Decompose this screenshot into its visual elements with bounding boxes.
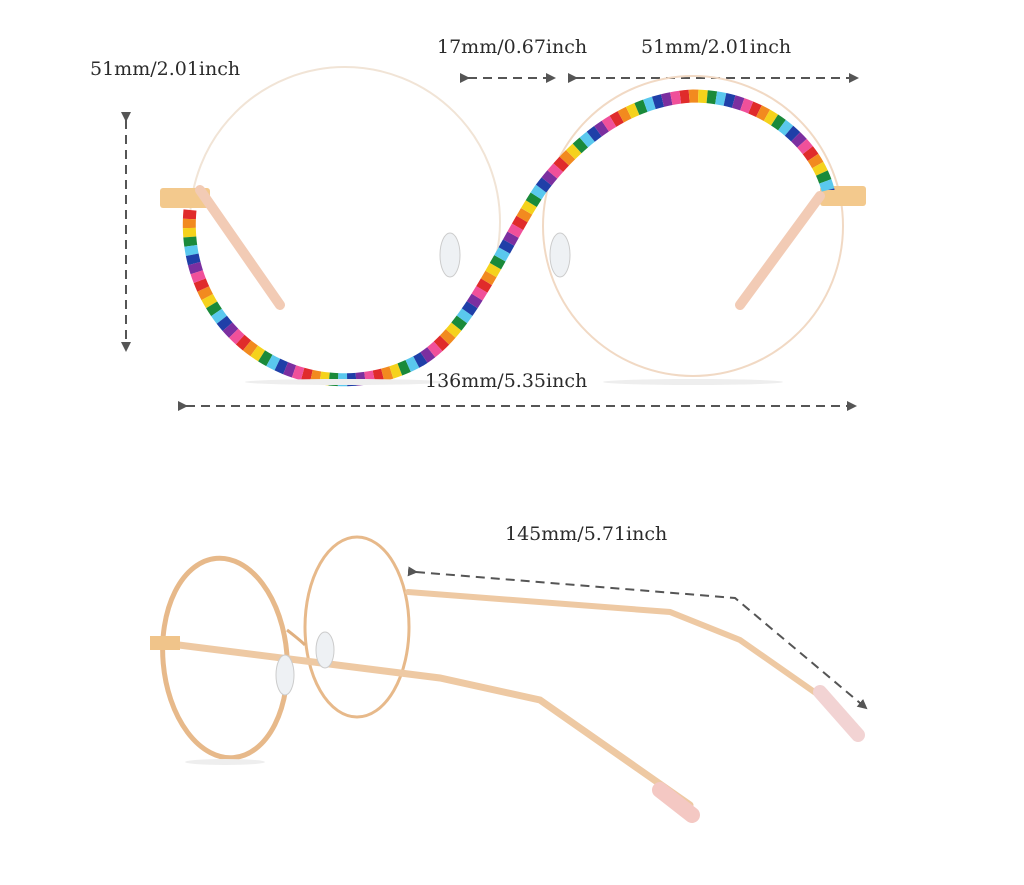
lens-width-label: 51mm/2.01inch xyxy=(641,36,792,58)
side-view-glasses xyxy=(150,535,865,823)
frame-width-label: 136mm/5.35inch xyxy=(425,370,588,392)
front-view-glasses xyxy=(160,66,866,387)
lens-height-label: 51mm/2.01inch xyxy=(90,58,241,80)
temple-length-arrow xyxy=(407,566,868,710)
bridge-width-label: 17mm/0.67inch xyxy=(437,36,588,58)
rainbow-rim xyxy=(182,89,835,387)
rainbow-stripe xyxy=(182,89,835,387)
rainbow-stripe xyxy=(182,89,835,387)
temple-length-label: 145mm/5.71inch xyxy=(505,523,668,545)
